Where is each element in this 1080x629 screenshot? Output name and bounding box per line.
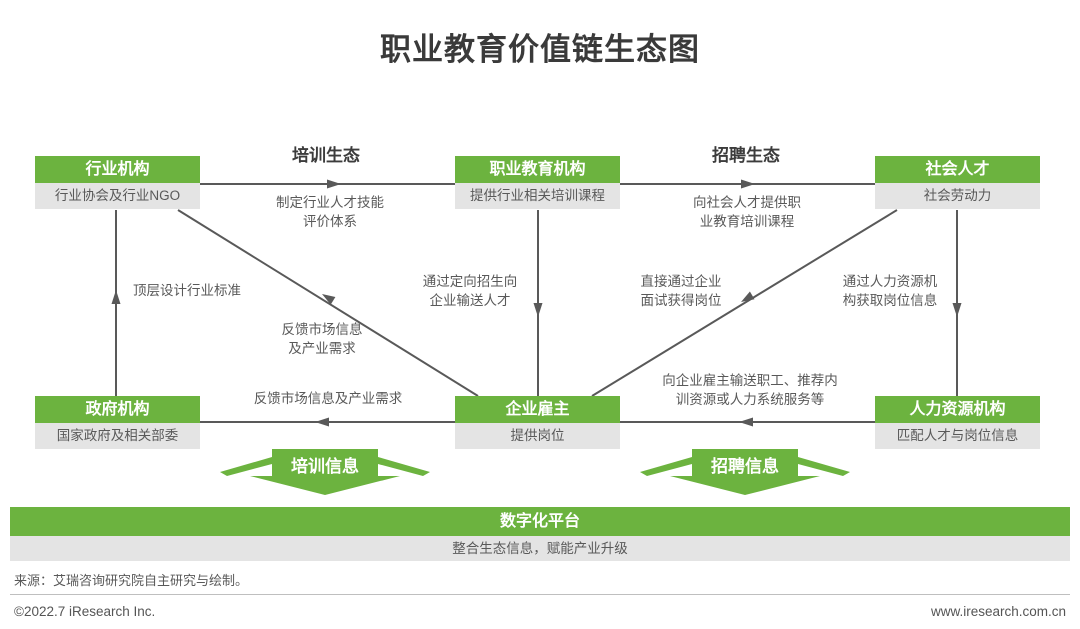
node-vocational-education-org: 职业教育机构 提供行业相关培训课程 <box>455 156 620 209</box>
arrow-talent-to-employer <box>591 209 898 397</box>
arrow-employer-to-industry <box>177 209 479 397</box>
banner-label: 招聘信息 <box>711 457 779 476</box>
node-subtitle: 提供行业相关培训课程 <box>455 183 620 209</box>
down-arrow-banner-icon <box>220 449 430 495</box>
node-hr-agency: 人力资源机构 匹配人才与岗位信息 <box>875 396 1040 449</box>
node-title: 政府机构 <box>35 396 200 423</box>
arrowhead-down-icon <box>533 303 543 317</box>
platform-subtitle: 整合生态信息，赋能产业升级 <box>10 536 1070 561</box>
arrowhead-right-icon <box>327 179 341 189</box>
arrowhead-upleft-icon <box>322 294 336 305</box>
node-title: 行业机构 <box>35 156 200 183</box>
node-title: 企业雇主 <box>455 396 620 423</box>
edge-label-government-to-industry: 顶层设计行业标准 <box>133 283 241 298</box>
footer-website: www.iresearch.com.cn <box>930 604 1066 619</box>
node-title: 人力资源机构 <box>875 396 1040 423</box>
arrowhead-down-icon <box>952 303 962 317</box>
banner-training-info: 培训信息 <box>220 449 430 495</box>
edge-label-vocational-to-employer: 通过定向招生向 企业输送人才 <box>422 274 518 308</box>
node-subtitle: 社会劳动力 <box>875 183 1040 209</box>
edge-label-hr-to-employer: 向企业雇主输送职工、推荐内 训资源或人力系统服务等 <box>662 373 838 407</box>
arrowhead-left-icon <box>739 417 753 427</box>
node-title: 社会人才 <box>875 156 1040 183</box>
edge-label-employer-to-government: 反馈市场信息及产业需求 <box>253 391 403 406</box>
footer-divider <box>10 594 1070 595</box>
banner-recruiting-info: 招聘信息 <box>640 449 850 495</box>
node-subtitle: 行业协会及行业NGO <box>35 183 200 209</box>
edge-label-industry-to-vocational: 制定行业人才技能 评价体系 <box>276 195 384 229</box>
digital-platform-bar: 数字化平台 整合生态信息，赋能产业升级 <box>10 507 1070 561</box>
arrowhead-left-icon <box>315 417 329 427</box>
edge-label-talent-to-employer: 直接通过企业 面试获得岗位 <box>640 274 722 308</box>
source-note: 来源：艾瑞咨询研究院自主研究与绘制。 <box>14 573 249 588</box>
arrowhead-downleft-icon <box>741 291 755 302</box>
section-label-training-ecosystem: 培训生态 <box>292 146 360 165</box>
edge-label-talent-to-hr: 通过人力资源机 构获取岗位信息 <box>842 274 938 308</box>
arrowhead-up-icon <box>111 290 121 304</box>
connector-arrowheads <box>111 179 962 427</box>
section-label-recruiting-ecosystem: 招聘生态 <box>712 146 780 165</box>
arrowhead-right-icon <box>741 179 755 189</box>
down-arrow-banner-icon <box>640 449 850 495</box>
node-social-talent: 社会人才 社会劳动力 <box>875 156 1040 209</box>
node-industry-org: 行业机构 行业协会及行业NGO <box>35 156 200 209</box>
edge-label-employer-to-industry: 反馈市场信息 及产业需求 <box>281 322 363 356</box>
node-enterprise-employer: 企业雇主 提供岗位 <box>455 396 620 449</box>
page-title: 职业教育价值链生态图 <box>380 32 700 67</box>
footer-copyright: ©2022.7 iResearch Inc. <box>14 604 156 619</box>
platform-title: 数字化平台 <box>10 507 1070 536</box>
node-subtitle: 国家政府及相关部委 <box>35 423 200 449</box>
node-subtitle: 匹配人才与岗位信息 <box>875 423 1040 449</box>
node-government-org: 政府机构 国家政府及相关部委 <box>35 396 200 449</box>
banner-label: 培训信息 <box>291 457 359 476</box>
node-subtitle: 提供岗位 <box>455 423 620 449</box>
node-title: 职业教育机构 <box>455 156 620 183</box>
edge-label-vocational-to-talent: 向社会人才提供职 业教育培训课程 <box>693 195 801 229</box>
